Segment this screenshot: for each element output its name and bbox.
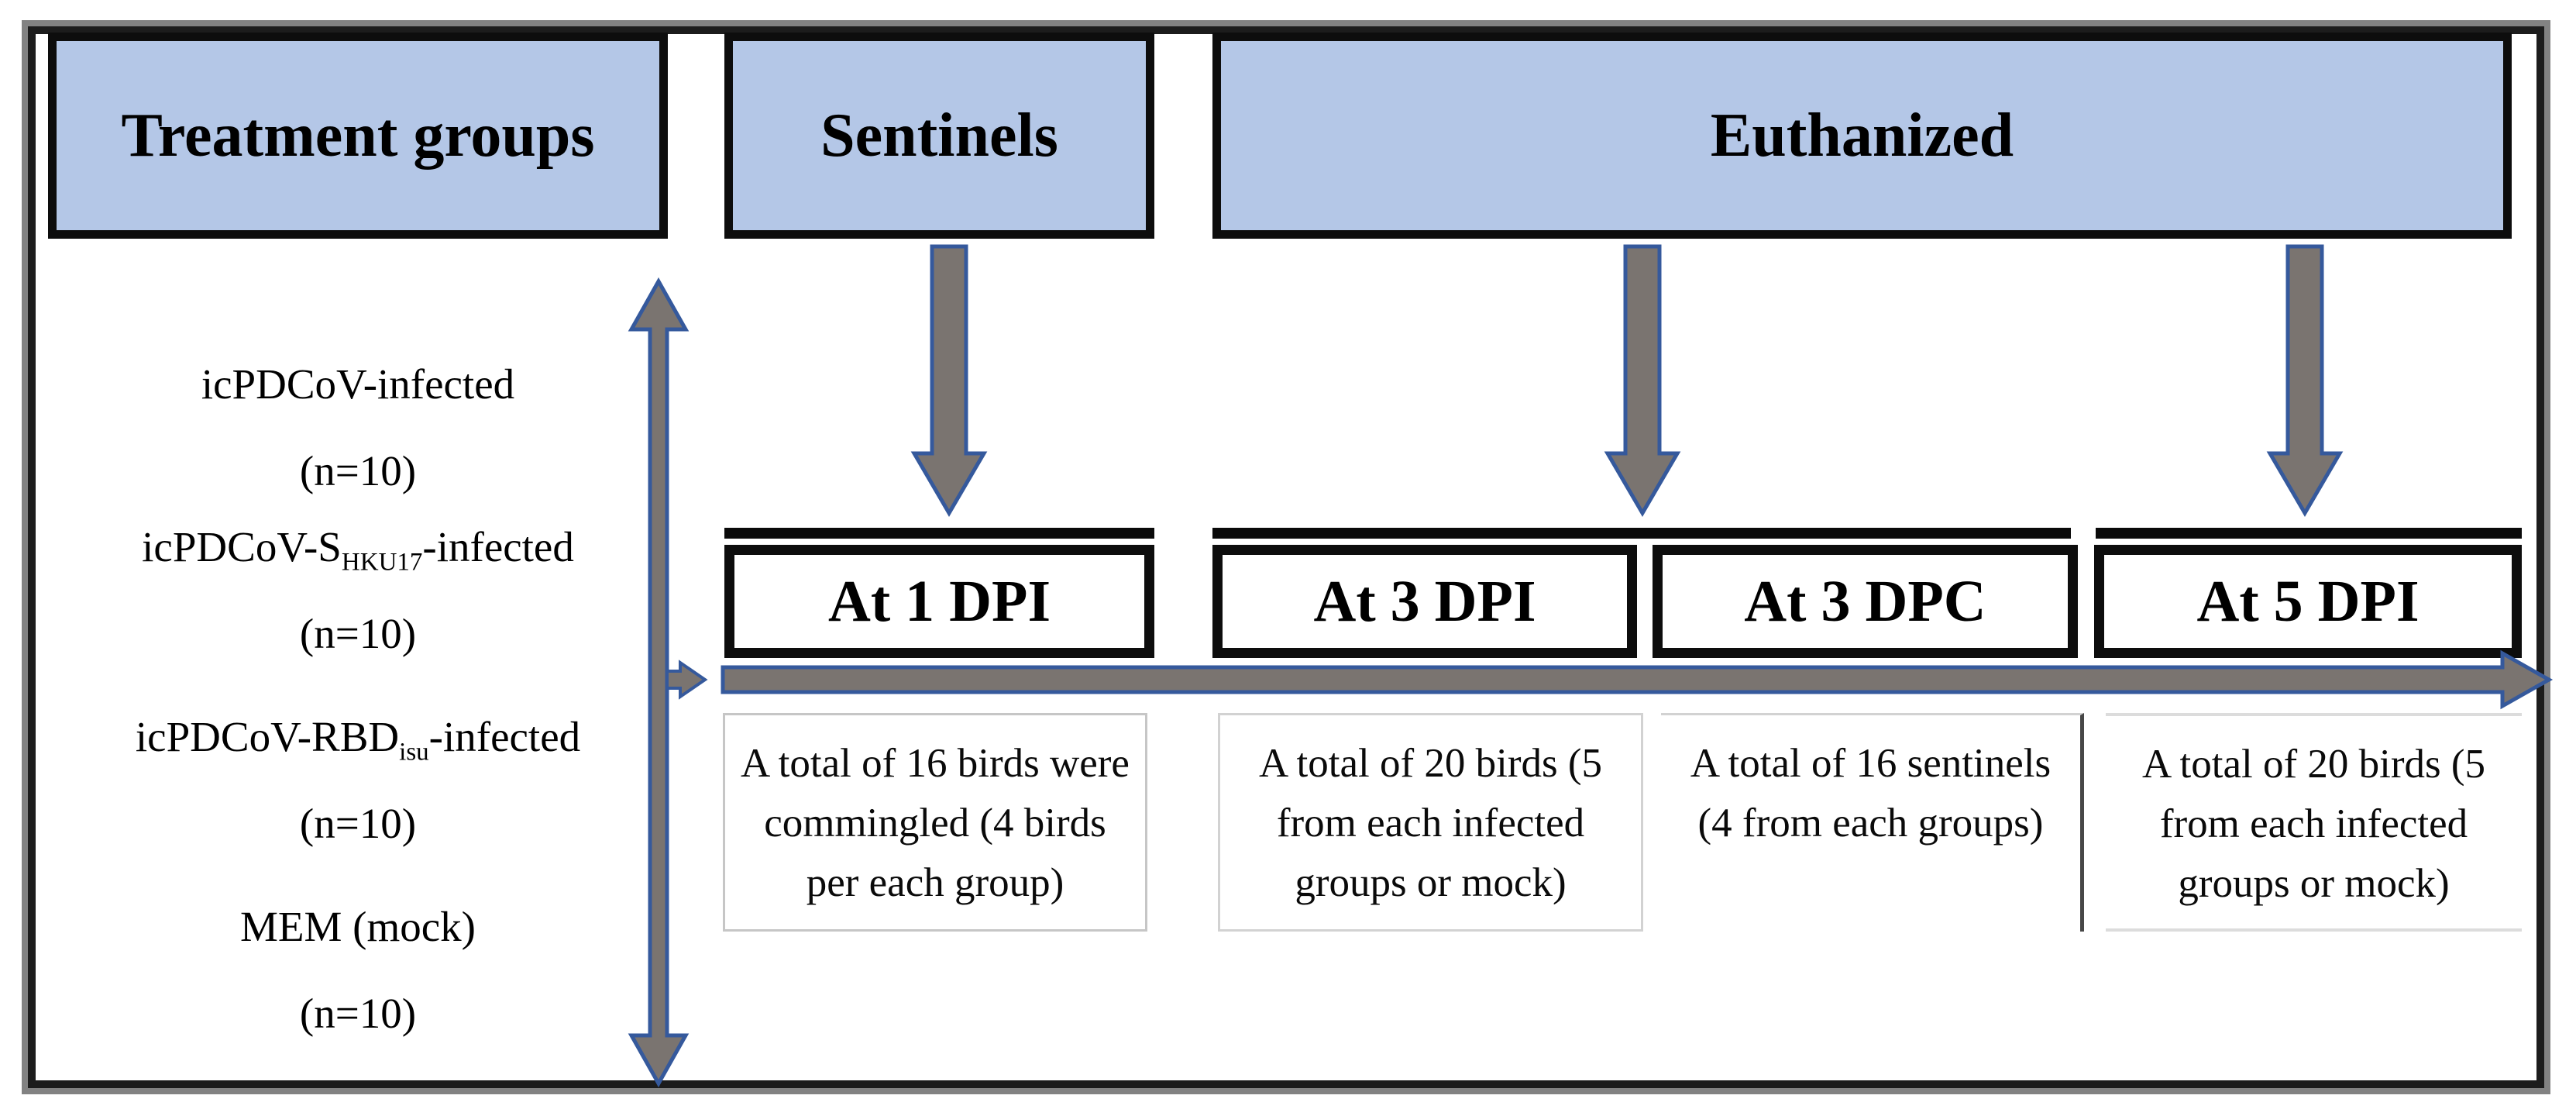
treatment-group-2-n: (n=10): [299, 610, 417, 657]
note-1dpi: A total of 16 birds were commingled (4 b…: [723, 713, 1147, 932]
treatment-group-4: MEM (mock) (n=10): [48, 884, 668, 1057]
timepoint-box-1dpi: At 1 DPI: [724, 545, 1154, 658]
header-treatment-groups: Treatment groups: [48, 33, 668, 239]
header-sentinels-label: Sentinels: [820, 102, 1058, 170]
timepoint-label-1dpi: At 1 DPI: [827, 569, 1051, 634]
note-3dpc-text: A total of 16 sentinels (4 from each gro…: [1690, 741, 2052, 846]
header-euthanized-label: Euthanized: [1710, 102, 2014, 170]
figure-frame: [28, 26, 2544, 1088]
note-3dpi: A total of 20 birds (5 from each infecte…: [1218, 713, 1643, 932]
treatment-group-1-n: (n=10): [299, 447, 417, 494]
timepoint-label-3dpi: At 3 DPI: [1313, 569, 1536, 634]
note-1dpi-text: A total of 16 birds were commingled (4 b…: [741, 741, 1130, 905]
treatment-group-3: icPDCoV-RBDisu-infected (n=10): [48, 694, 668, 867]
timeline-top-bar-3: [2096, 528, 2522, 539]
timepoint-box-5dpi: At 5 DPI: [2094, 545, 2522, 658]
timepoint-label-3dpc: At 3 DPC: [1744, 569, 1986, 634]
header-euthanized: Euthanized: [1212, 33, 2512, 239]
timeline-top-bar-1: [724, 528, 1154, 539]
treatment-group-4-name: MEM (mock): [240, 903, 476, 950]
timepoint-box-3dpc: At 3 DPC: [1653, 545, 2078, 658]
treatment-group-3-n: (n=10): [299, 800, 417, 847]
note-3dpc: A total of 16 sentinels (4 from each gro…: [1661, 713, 2084, 932]
treatment-group-2: icPDCoV-SHKU17-infected (n=10): [48, 504, 668, 677]
treatment-group-2-name: icPDCoV-SHKU17-infected: [142, 523, 574, 577]
note-3dpi-text: A total of 20 birds (5 from each infecte…: [1258, 741, 1603, 905]
header-treatment-groups-label: Treatment groups: [121, 102, 595, 170]
treatment-group-1: icPDCoV-infected (n=10): [48, 341, 668, 515]
treatment-group-4-n: (n=10): [299, 990, 417, 1037]
note-5dpi: A total of 20 birds (5 from each infecte…: [2106, 713, 2522, 932]
treatment-group-3-name: icPDCoV-RBDisu-infected: [135, 713, 581, 766]
treatment-group-1-name: icPDCoV-infected: [201, 360, 515, 408]
note-5dpi-text: A total of 20 birds (5 from each infecte…: [2141, 742, 2486, 906]
header-sentinels: Sentinels: [724, 33, 1154, 239]
timeline-top-bar-2: [1212, 528, 2071, 539]
timepoint-box-3dpi: At 3 DPI: [1212, 545, 1637, 658]
timepoint-label-5dpi: At 5 DPI: [2196, 569, 2420, 634]
